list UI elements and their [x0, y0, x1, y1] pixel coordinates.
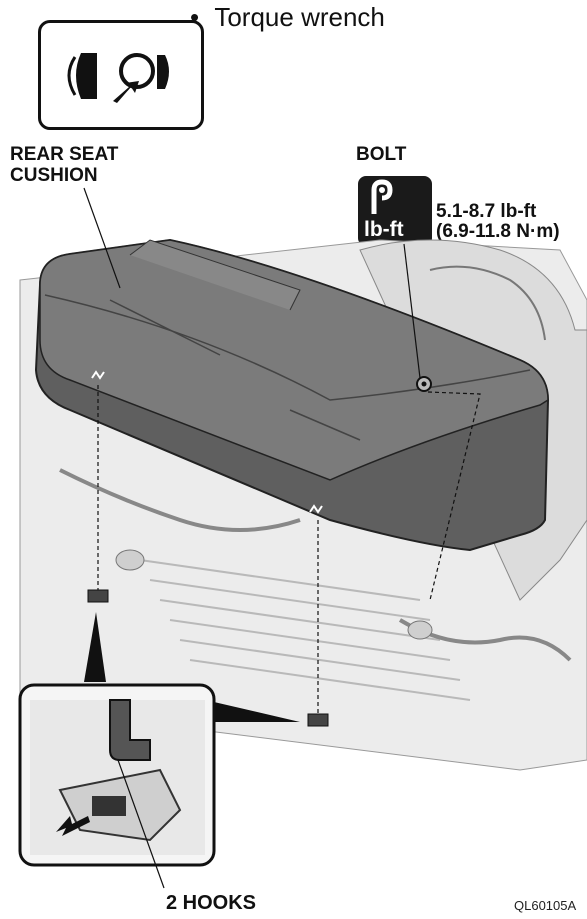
seat-rear-flange	[129, 239, 301, 311]
seatback-outline	[429, 265, 546, 341]
tool-arrow	[113, 81, 139, 103]
torque-wrench-badge-icon	[358, 176, 432, 246]
torque-spec: 5.1-8.7 lb-ft (6.9-11.8 N·m)	[436, 202, 560, 242]
bolt-leader	[403, 243, 421, 379]
rear-seat-line2: CUSHION	[10, 165, 98, 186]
hooks-label: 2 HOOKS	[166, 892, 257, 914]
tool-left-block	[76, 53, 97, 99]
tool-left-arc	[67, 56, 77, 96]
socket-wrench-rotation-icon	[67, 53, 169, 103]
hook-mark-right	[309, 504, 323, 514]
tool-right-block	[157, 55, 169, 89]
seat-seam-left	[109, 299, 221, 356]
tool-icon-box	[38, 20, 204, 130]
tool-text: Torque wrench	[214, 2, 385, 32]
floor-hook-left	[87, 589, 109, 603]
floor-ribs	[139, 559, 471, 701]
tool-requirement: • Torque wrench	[190, 2, 385, 33]
rear-seat-line1: REAR SEAT	[10, 144, 119, 165]
seat-seam-front	[44, 294, 531, 401]
hook-mark-left	[91, 370, 105, 380]
release-arrow-icon	[56, 816, 90, 836]
bolt-drop	[427, 391, 481, 601]
floor-plug	[115, 549, 145, 571]
callout-pointer-right	[214, 702, 300, 722]
hooks-leader	[117, 759, 165, 889]
seat-cushion-top	[39, 239, 549, 481]
seat-seam-right	[289, 409, 361, 441]
floor-hook-right	[307, 713, 329, 727]
bolt-label: BOLT	[356, 144, 407, 165]
rear-seat-leader	[83, 187, 121, 289]
torque-spec-nm: (6.9-11.8 N·m)	[436, 221, 560, 242]
bullet-mark: •	[190, 2, 200, 32]
detail-clip	[92, 796, 126, 816]
callout-pointer-left	[84, 612, 106, 682]
torque-spec-lbft: 5.1-8.7 lb-ft	[436, 201, 537, 222]
torque-symbol-icon	[371, 179, 393, 214]
seatbelt-buckle	[407, 620, 433, 640]
wire-harness-left	[59, 468, 301, 532]
rear-seat-cushion-label: REAR SEAT CUSHION	[10, 144, 118, 186]
detail-hook	[109, 699, 151, 761]
figure-code: QL60105A	[514, 898, 577, 913]
torque-badge-text: lb-ft	[364, 218, 404, 241]
